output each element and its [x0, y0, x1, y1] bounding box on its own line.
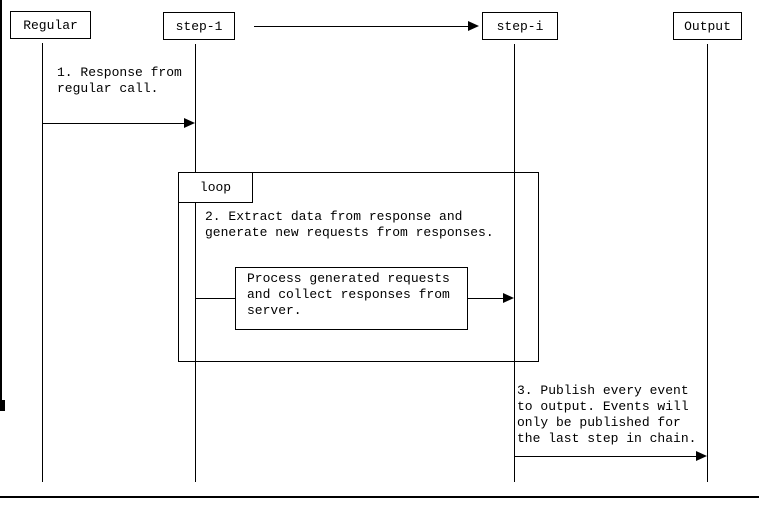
- arrow-step1-to-stepi-line: [254, 26, 468, 27]
- participant-box-output: Output: [673, 12, 742, 40]
- loop-fragment-label-box: loop: [178, 172, 253, 203]
- process-box: Process generated requests and collect r…: [235, 267, 468, 330]
- message-1-arrow-head-icon: [184, 118, 195, 128]
- bottom-edge-border: [0, 496, 759, 498]
- process-box-arrow-head-icon: [503, 293, 514, 303]
- message-3-text: 3. Publish every event to output. Events…: [517, 383, 697, 446]
- loop-fragment-label: loop: [199, 180, 232, 195]
- lifeline-output: [707, 44, 708, 482]
- lifeline-step-1: [195, 44, 196, 482]
- process-box-arrow-line: [467, 298, 503, 299]
- participant-label-output: Output: [684, 18, 731, 34]
- process-box-left-connector-line: [195, 298, 235, 299]
- message-1-arrow-line: [42, 123, 184, 124]
- participant-label-regular: Regular: [23, 17, 78, 33]
- participant-box-step-1: step-1: [163, 12, 235, 40]
- loop-fragment-frame: [178, 172, 539, 362]
- message-3-arrow-line: [514, 456, 696, 457]
- left-edge-notch: [0, 400, 5, 411]
- lifeline-regular: [42, 43, 43, 482]
- participant-label-step-i: step-i: [496, 18, 544, 34]
- message-3-arrow-head-icon: [696, 451, 707, 461]
- lifeline-step-i: [514, 44, 515, 482]
- arrow-step1-to-stepi-head-icon: [468, 21, 479, 31]
- participant-label-step-1: step-1: [175, 18, 223, 34]
- message-1-text: 1. Response from regular call.: [57, 65, 182, 96]
- participant-box-regular: Regular: [10, 11, 91, 39]
- left-edge-border: [0, 0, 2, 410]
- message-2-text: 2. Extract data from response and genera…: [205, 209, 494, 240]
- participant-box-step-i: step-i: [482, 12, 558, 40]
